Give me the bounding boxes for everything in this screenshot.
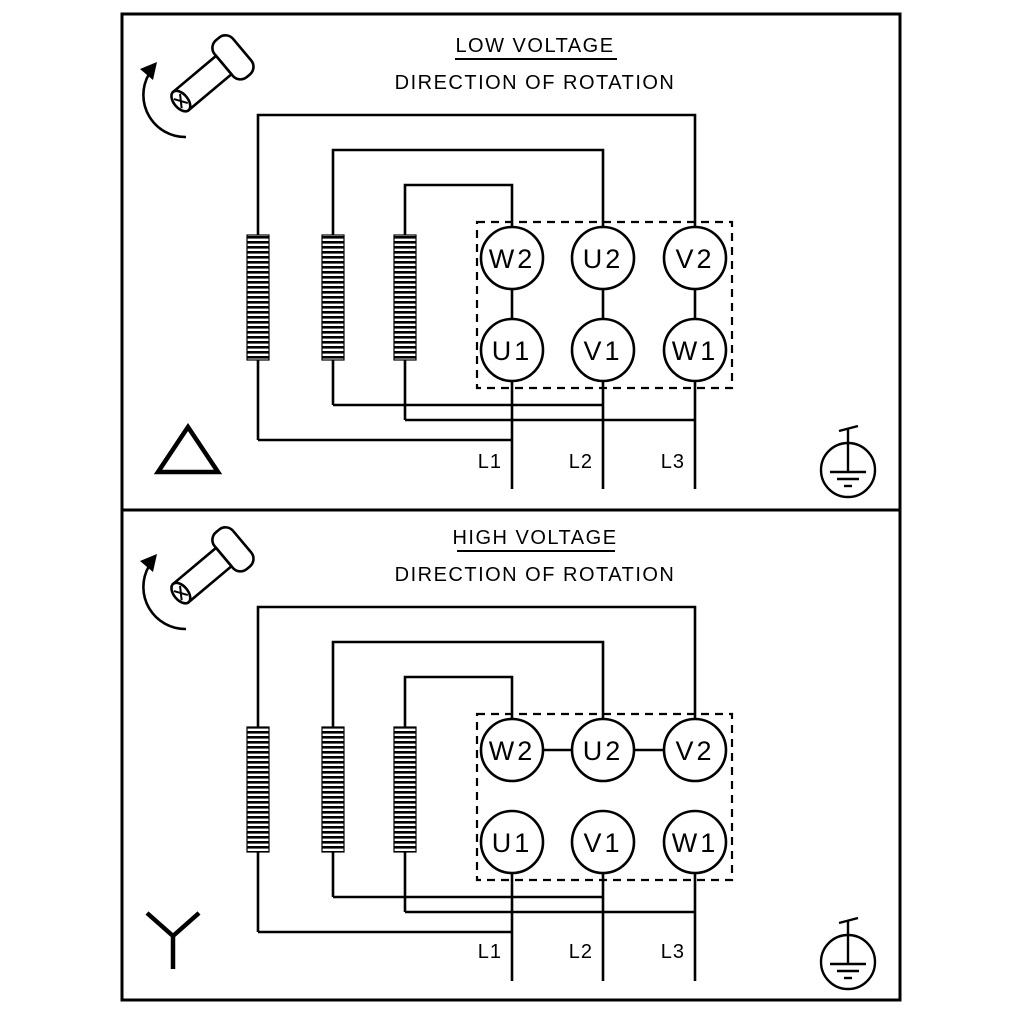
star-symbol-icon (145, 911, 201, 969)
wire (331, 640, 605, 897)
terminal-w2 (479, 225, 545, 291)
high-voltage-panel: HIGH VOLTAGE DIRECTION OF ROTATION (120, 508, 902, 1002)
supply-line-label-l3: L3 (661, 941, 685, 963)
terminal-block-box (475, 220, 734, 390)
winding-wires (256, 113, 697, 489)
terminal-label: W1 (672, 336, 719, 366)
wire (331, 148, 605, 405)
rotation-arrowhead (140, 62, 157, 80)
terminal-block: W2 U2 V2 U1 V1 W1 (479, 717, 728, 875)
motor-shaft-icon (170, 34, 255, 113)
wire (403, 183, 514, 420)
supply-line-label-l1: L1 (478, 451, 502, 473)
winding-wires (256, 605, 697, 981)
terminal-u2 (570, 225, 636, 291)
low-voltage-panel: LOW VOLTAGE DIRECTION OF ROTATION (120, 12, 902, 512)
terminal-v2 (662, 225, 728, 291)
terminal-u2 (570, 717, 636, 783)
delta-symbol-icon (153, 422, 223, 475)
terminal-label: W2 (489, 244, 536, 274)
ground-symbol-icon (819, 424, 877, 499)
supply-line-label-l2: L2 (569, 941, 593, 963)
terminal-v1 (570, 317, 636, 383)
panel-border (120, 508, 902, 1002)
supply-line-label-l1: L1 (478, 941, 502, 963)
shaft-center-mark (173, 93, 189, 109)
panel-title: HIGH VOLTAGE (452, 527, 617, 549)
terminal-w1 (662, 809, 728, 875)
terminal-label: V1 (583, 828, 622, 858)
terminal-block-box (475, 712, 734, 882)
panel-subtitle: DIRECTION OF ROTATION (395, 564, 676, 586)
rotation-arrowhead (140, 554, 157, 572)
winding-coil (246, 726, 270, 853)
terminal-block: W2 U2 V2 U1 V1 W1 (479, 225, 728, 383)
terminal-u1 (479, 317, 545, 383)
terminal-label: U1 (492, 828, 533, 858)
ground-symbol-icon (819, 916, 877, 991)
wire (403, 675, 514, 912)
terminal-v1 (570, 809, 636, 875)
terminal-label: U2 (583, 244, 624, 274)
terminal-v2 (662, 717, 728, 783)
rotation-arrow-icon (142, 73, 187, 139)
panel-subtitle: DIRECTION OF ROTATION (395, 72, 676, 94)
winding-coil (393, 726, 417, 853)
terminal-w1 (662, 317, 728, 383)
winding-coil (246, 234, 270, 361)
terminal-w2 (479, 717, 545, 783)
terminal-label: W2 (489, 736, 536, 766)
terminal-label: U2 (583, 736, 624, 766)
winding-coil (393, 234, 417, 361)
terminal-label: W1 (672, 828, 719, 858)
winding-coil (321, 234, 345, 361)
terminal-label: V1 (583, 336, 622, 366)
terminal-label: U1 (492, 336, 533, 366)
rotation-arrow-icon (142, 565, 187, 631)
terminal-u1 (479, 809, 545, 875)
supply-line-label-l3: L3 (661, 451, 685, 473)
panel-title: LOW VOLTAGE (455, 35, 614, 57)
terminal-label: V2 (675, 244, 714, 274)
shaft-center-mark (173, 585, 189, 601)
motor-shaft-icon (170, 526, 255, 605)
winding-coil (321, 726, 345, 853)
supply-line-label-l2: L2 (569, 451, 593, 473)
terminal-label: V2 (675, 736, 714, 766)
